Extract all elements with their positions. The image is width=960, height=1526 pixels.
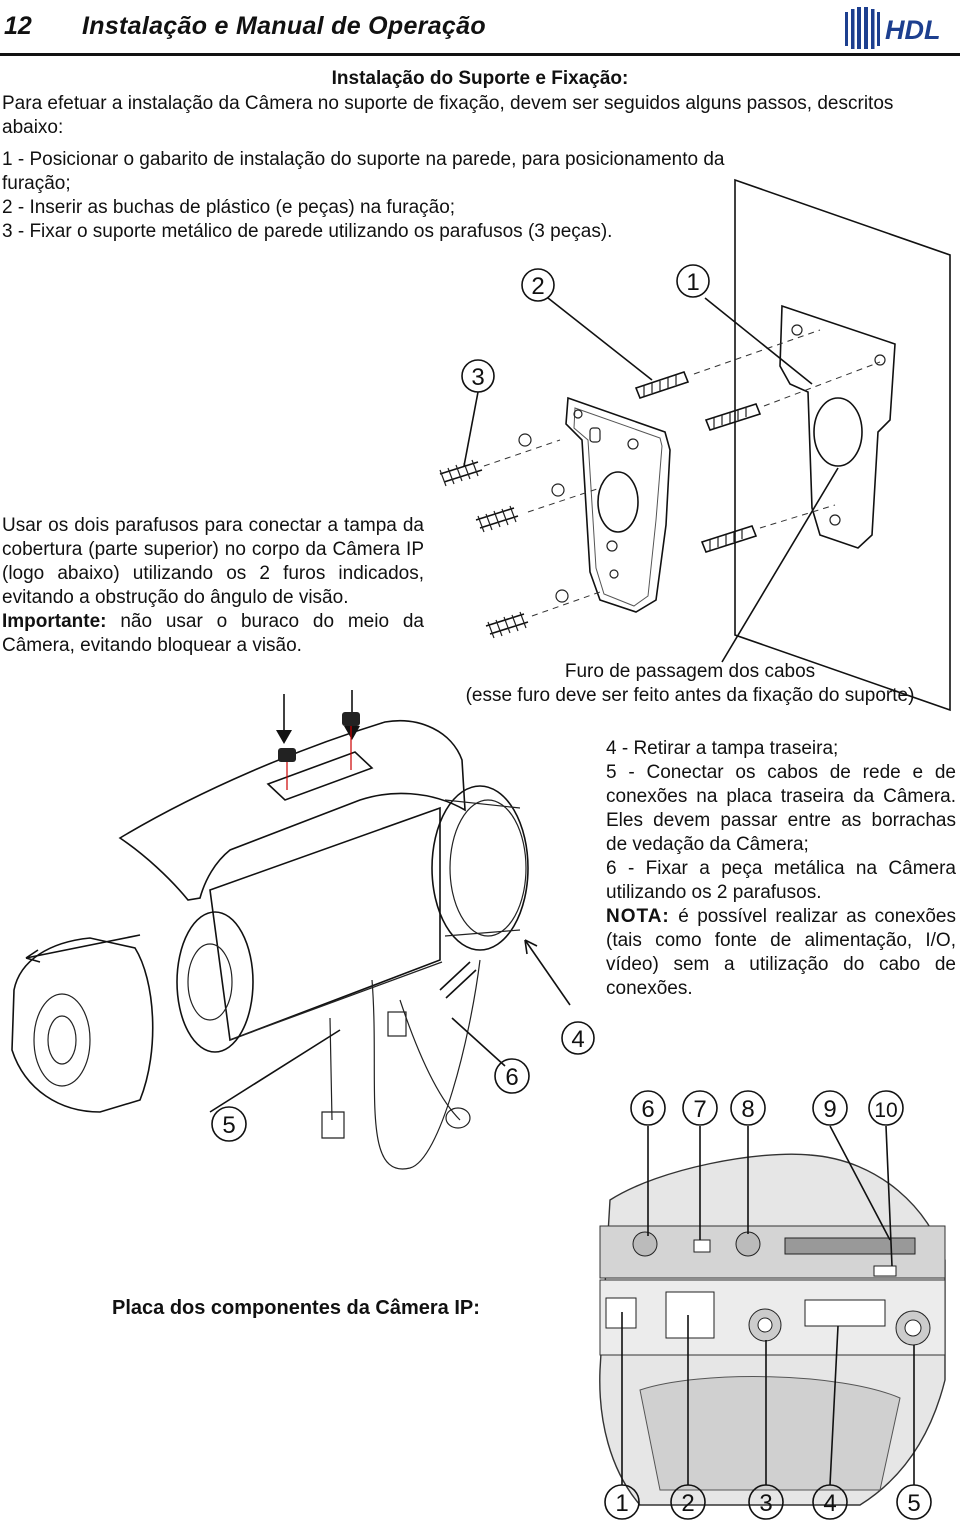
note: NOTA: é possível realizar as conexões (t… bbox=[606, 905, 956, 1001]
bracket-callouts: 2 1 3 bbox=[461, 264, 710, 393]
note-text: Usar os dois parafusos para conectar a t… bbox=[2, 515, 424, 608]
board-callout-6: 6 bbox=[641, 1096, 654, 1123]
intro-paragraph: Para efetuar a instalação da Câmera no s… bbox=[2, 93, 894, 138]
note-text: é possível realizar as conexões (tais co… bbox=[606, 906, 956, 999]
svg-text:HDL: HDL bbox=[885, 15, 941, 45]
document-title: Instalação e Manual de Operação bbox=[82, 12, 486, 40]
board-top-callouts: 6 7 8 9 10 bbox=[630, 1090, 904, 1126]
callout-1: 1 bbox=[686, 269, 699, 296]
step-5: 5 - Conectar os cabos de rede e de conex… bbox=[606, 762, 956, 855]
step-4: 4 - Retirar a tampa traseira; bbox=[606, 738, 839, 759]
step-1: 1 - Posicionar o gabarito de instalação … bbox=[2, 149, 725, 194]
wall-panel bbox=[734, 178, 951, 712]
important-text: não usar o buraco do meio da Câmera, evi… bbox=[2, 611, 424, 656]
board-callout-1: 1 bbox=[615, 1490, 628, 1517]
section-title: Instalação do Suporte e Fixação: bbox=[331, 68, 629, 89]
bracket-callout-leaders bbox=[463, 297, 839, 663]
caption-line-2: (esse furo deve ser feito antes da fixaç… bbox=[465, 685, 915, 706]
camera-callouts: 4 5 6 bbox=[211, 1021, 595, 1142]
board-callout-10: 10 bbox=[874, 1099, 897, 1122]
metal-bracket bbox=[565, 396, 671, 613]
mounting-template bbox=[779, 304, 896, 549]
board-bottom-callouts: 1 2 3 4 5 bbox=[604, 1484, 932, 1520]
step-6: 6 - Fixar a peça metálica na Câmera util… bbox=[606, 858, 956, 903]
board-callout-5: 5 bbox=[907, 1490, 920, 1517]
callout-4: 4 bbox=[571, 1026, 584, 1053]
board-label: Placa dos componentes da Câmera IP: bbox=[112, 1297, 480, 1319]
header-rule bbox=[0, 53, 960, 56]
board-callout-8: 8 bbox=[741, 1096, 754, 1123]
callout-6: 6 bbox=[505, 1064, 518, 1091]
important-label: Importante: bbox=[2, 611, 107, 632]
board-callout-9: 9 bbox=[823, 1096, 836, 1123]
page-number: 12 bbox=[4, 12, 32, 40]
hdl-logo: HDL bbox=[843, 6, 957, 50]
camera-exploded-view bbox=[11, 690, 571, 1170]
step-2: 2 - Inserir as buchas de plástico (e peç… bbox=[2, 197, 456, 218]
step-3: 3 - Fixar o suporte metálico de parede u… bbox=[2, 221, 613, 242]
assembly-dashed-lines bbox=[483, 329, 881, 617]
board-callout-3: 3 bbox=[759, 1490, 772, 1517]
callout-2: 2 bbox=[531, 273, 544, 300]
board-callout-2: 2 bbox=[681, 1490, 694, 1517]
component-board bbox=[599, 1125, 946, 1506]
board-callout-4: 4 bbox=[823, 1490, 836, 1517]
callout-5: 5 bbox=[222, 1112, 235, 1139]
cover-screws-note: Usar os dois parafusos para conectar a t… bbox=[2, 514, 424, 658]
screws bbox=[439, 433, 569, 639]
callout-3: 3 bbox=[471, 364, 484, 391]
caption-line-1: Furo de passagem dos cabos bbox=[564, 661, 816, 682]
camera-steps: 4 - Retirar a tampa traseira; 5 - Conect… bbox=[606, 737, 956, 1001]
plastic-anchors bbox=[634, 371, 762, 553]
note-label: NOTA: bbox=[606, 906, 670, 927]
installation-steps: 1 - Posicionar o gabarito de instalação … bbox=[2, 148, 752, 244]
cable-hole-caption: Furo de passagem dos cabos (esse furo de… bbox=[420, 660, 960, 708]
board-callout-7: 7 bbox=[693, 1096, 706, 1123]
